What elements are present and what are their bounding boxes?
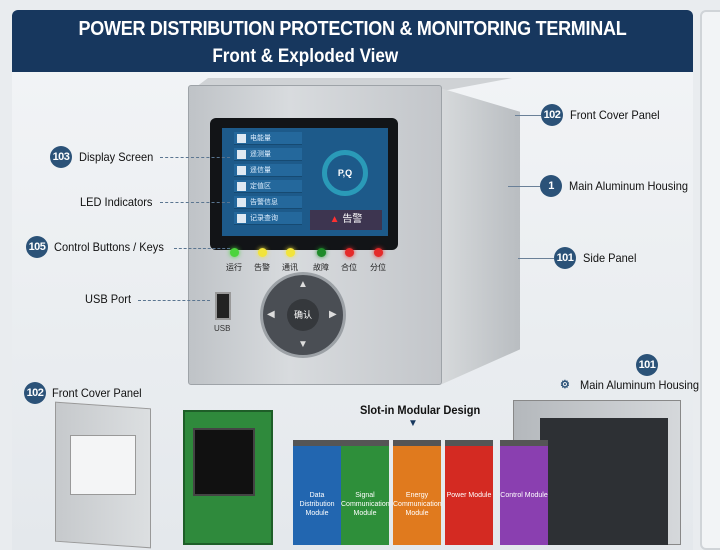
menu-item: 定值区 (234, 180, 302, 193)
led-closed (345, 248, 354, 257)
led-alarm (258, 248, 267, 257)
module-control: Control Module (500, 440, 548, 545)
menu-item: 电能量 (234, 132, 302, 145)
callout-front-cover: Front Cover Panel (570, 108, 660, 122)
header-banner: POWER DISTRIBUTION PROTECTION & MONITORI… (12, 10, 693, 72)
led-fault (317, 248, 326, 257)
callout-number: 1 (540, 175, 562, 197)
cover-window (70, 435, 136, 495)
housing-slots (540, 418, 668, 545)
page-subtitle: Front & Exploded View (212, 46, 399, 67)
callout-number: 101 (636, 354, 658, 376)
callout-number: 102 (541, 104, 563, 126)
callout-control-keys: Control Buttons / Keys (54, 240, 164, 254)
leader-line (515, 115, 541, 116)
callout-number: 105 (26, 236, 48, 258)
module-data-distribution: Data Distribution Module (293, 440, 341, 545)
callout-exploded-housing: Main Aluminum Housing (580, 378, 700, 392)
callout-usb-port: USB Port (85, 292, 132, 306)
callout-side-panel: Side Panel (583, 251, 637, 265)
housing-icon: ⚙ (560, 379, 570, 391)
arrow-down-icon: ▼ (408, 418, 418, 429)
side-panel (440, 88, 520, 385)
led-label: 分位 (370, 263, 386, 272)
leader-line (518, 258, 554, 259)
led-label: 合位 (341, 263, 357, 272)
module-energy-communication: Energy Communication Module (393, 440, 442, 545)
leader-line (174, 248, 230, 249)
callout-number: 103 (50, 146, 72, 168)
page-title: POWER DISTRIBUTION PROTECTION & MONITORI… (78, 18, 627, 40)
display-screen: 电能量 遥测量 遥信量 定值区 告警信息 记录查询 P,Q ▲ 告警 (222, 128, 388, 236)
leader-line (508, 186, 540, 187)
led-open (374, 248, 383, 257)
alarm-banner: ▲ 告警 (310, 210, 382, 230)
callout-exploded-cover: Front Cover Panel (52, 386, 142, 400)
leader-line (160, 202, 230, 203)
callout-display-screen: Display Screen (79, 150, 154, 164)
leader-line (138, 300, 210, 301)
alarm-text: 告警 (342, 214, 363, 225)
menu-item: 告警信息 (234, 196, 302, 209)
led-label: 故障 (313, 263, 329, 272)
arrow-right-icon[interactable]: ▶ (329, 309, 337, 320)
callout-number: 102 (24, 382, 46, 404)
menu-item: 遥测量 (234, 148, 302, 161)
menu-item: 记录查询 (234, 212, 302, 225)
module-signal-communication: Signal Communication Module (341, 440, 390, 545)
adjacent-panel (700, 10, 720, 550)
callout-led-indicators: LED Indicators (80, 195, 153, 209)
module-power: Power Module (445, 440, 493, 545)
arrow-left-icon[interactable]: ◀ (267, 309, 275, 320)
usb-port[interactable] (215, 292, 231, 320)
usb-label: USB (214, 324, 231, 333)
led-label: 告警 (254, 263, 270, 272)
led-run (230, 248, 239, 257)
gauge-dial: P,Q (322, 150, 368, 196)
pcb-display (193, 428, 255, 496)
callout-number: 101 (554, 247, 576, 269)
menu-item: 遥信量 (234, 164, 302, 177)
arrow-down-icon[interactable]: ▼ (298, 339, 308, 350)
confirm-button[interactable]: 确认 (287, 299, 319, 331)
led-label: 通讯 (282, 263, 298, 272)
led-comm (286, 248, 295, 257)
warning-icon: ▲ (329, 214, 343, 225)
led-label: 运行 (226, 263, 242, 272)
modular-design-label: Slot-in Modular Design (360, 403, 481, 417)
leader-line (160, 157, 230, 158)
callout-main-housing: Main Aluminum Housing (569, 179, 689, 193)
arrow-up-icon[interactable]: ▲ (298, 279, 308, 290)
